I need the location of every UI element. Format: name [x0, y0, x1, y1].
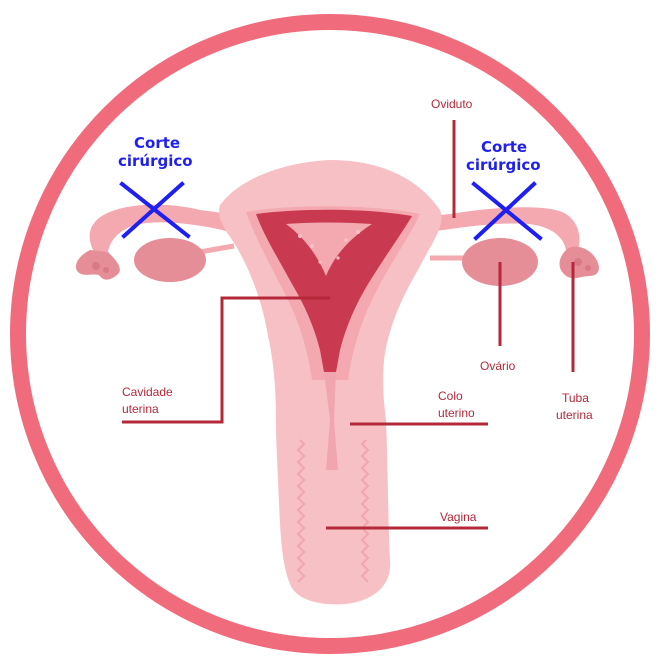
left-cut-label-line2: cirúrgico [118, 152, 193, 170]
label-ovary: Ovário [480, 359, 516, 373]
left-cut-label-line1: Corte [134, 134, 180, 152]
label-cervix-line1: Colo [438, 389, 463, 403]
label-fallopian-tube-line1: Tuba [562, 391, 589, 405]
right-cut-label-line1: Corte [481, 138, 527, 156]
right-cut-label-line2: cirúrgico [466, 156, 541, 174]
label-fallopian-tube-line2: uterina [556, 408, 593, 422]
label-uterine-cavity-line1: Cavidade [122, 385, 173, 399]
label-cervix-line2: uterino [438, 406, 475, 420]
left-ovarian-ligament [200, 246, 234, 252]
left-ovary [134, 238, 206, 282]
label-vagina: Vagina [440, 510, 477, 524]
label-uterine-cavity-line2: uterina [122, 402, 159, 416]
label-oviduct: Oviduto [431, 97, 473, 111]
